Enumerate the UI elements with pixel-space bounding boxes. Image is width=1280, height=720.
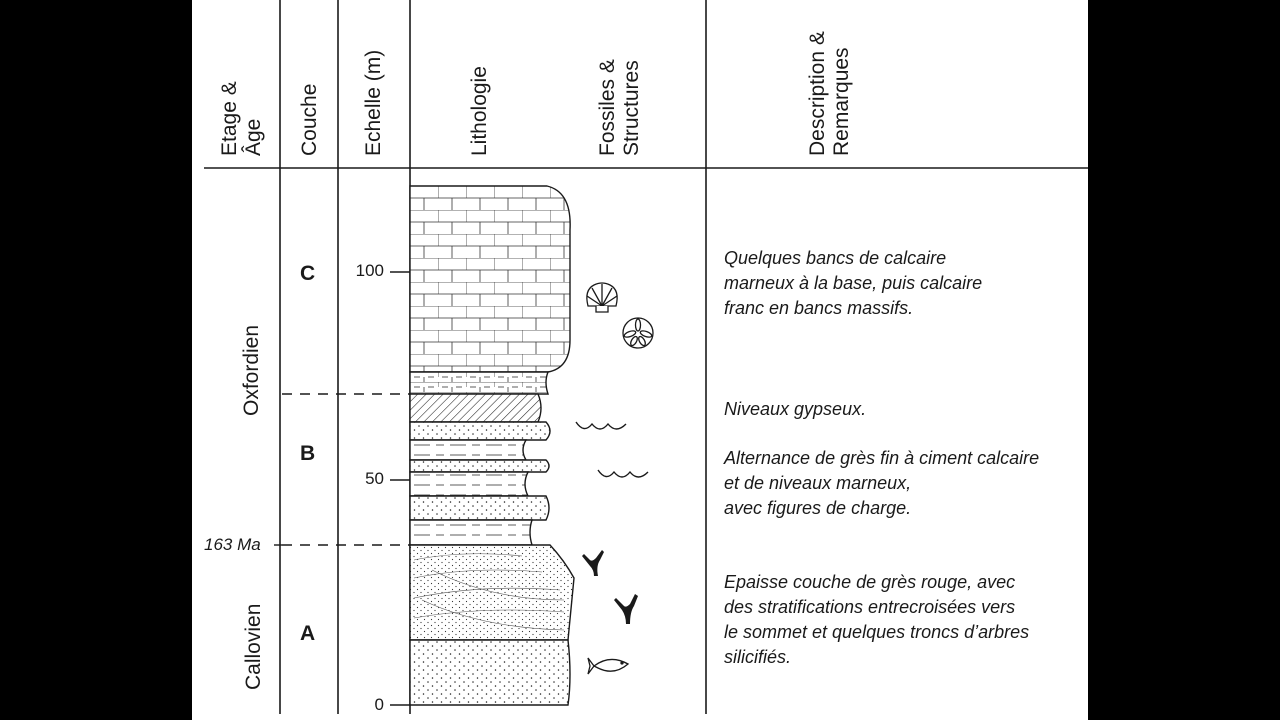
header-scale: Echelle (m)	[362, 49, 385, 156]
sandstone-bed	[409, 495, 550, 521]
layer-c-label: C	[300, 262, 316, 285]
layer-b-label: B	[300, 442, 316, 465]
cross-bedded-sandstone-layer	[409, 544, 575, 641]
header-description: Description & Remarques	[806, 31, 853, 156]
lithology-column	[409, 185, 575, 706]
sandstone-bed	[409, 421, 551, 441]
marl-bed	[409, 519, 533, 546]
description-layer-c: Quelques bancs de calcaire marneux à la …	[724, 248, 983, 318]
limestone-layer	[409, 185, 571, 373]
description-gypsum: Niveaux gypseux.	[724, 399, 867, 419]
stage-oxfordien: Oxfordien	[240, 324, 263, 416]
layer-a-label: A	[300, 622, 316, 645]
age-marker: 163 Ma	[204, 535, 261, 554]
header-fossils-structures: Fossiles & Structures	[596, 59, 643, 156]
gypsum-layer	[409, 393, 542, 423]
tree-trunk-icon	[582, 550, 604, 576]
header-layer: Couche	[298, 83, 321, 156]
stratigraphic-log: Etage & Âge Couche Echelle (m) Lithologi…	[192, 0, 1088, 720]
sandstone-bed	[409, 459, 550, 473]
echinoid-icon	[622, 317, 654, 349]
load-structure-icon	[597, 469, 649, 478]
stage-callovien: Callovien	[242, 603, 265, 690]
scale-label-50: 50	[365, 469, 384, 488]
description-layer-b: Alternance de grès fin à ciment calcaire…	[724, 448, 1040, 518]
marl-bed	[409, 439, 528, 461]
marl-bed	[409, 471, 530, 497]
header-lithology: Lithologie	[468, 66, 491, 156]
red-sandstone-layer	[409, 639, 571, 706]
stage-boundaries	[282, 393, 410, 546]
marly-limestone-layer	[409, 371, 550, 395]
fish-icon	[587, 657, 630, 675]
scale-label-100: 100	[355, 261, 384, 280]
load-structure-icon	[575, 421, 627, 430]
description-layer-a: Epaisse couche de grès rouge, avec des s…	[724, 572, 1030, 667]
scallop-shell-icon	[586, 282, 618, 313]
log-drawing	[204, 0, 1088, 714]
tree-trunk-icon	[614, 594, 638, 624]
scale-label-0: 0	[374, 695, 384, 714]
scale-ticks	[390, 271, 410, 706]
header-stage-age: Etage & Âge	[218, 81, 265, 156]
